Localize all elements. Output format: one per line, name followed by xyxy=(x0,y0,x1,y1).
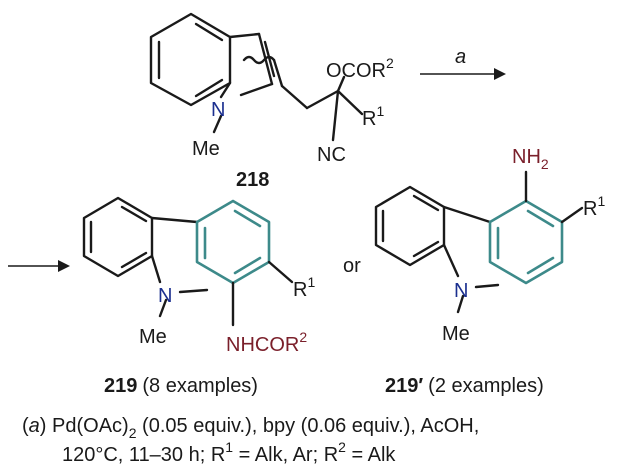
product-219-r1-label: R1 xyxy=(293,274,315,301)
product-219-amide-label: NHCOR2 xyxy=(226,329,307,356)
reaction-condition-label: a xyxy=(455,46,466,68)
footnote-line-2: 120°C, 11–30 h; R1 = Alk, Ar; R2 = Alk xyxy=(62,439,396,466)
product-219-caption: 219(8 examples) xyxy=(104,375,258,397)
reactant-r1-label: R1 xyxy=(362,103,384,130)
reactant-benzene-ring xyxy=(149,12,232,107)
product-219p-right-ring xyxy=(488,199,564,285)
reactant-nitrogen-label: N xyxy=(211,99,225,121)
footnote-line-1: (a) Pd(OAc)2 (0.05 equiv.), bpy (0.06 eq… xyxy=(22,415,479,441)
product-219p-nitrogen-label: N xyxy=(454,280,468,302)
product-219p-structure xyxy=(374,170,584,314)
product-219p-left-ring xyxy=(374,185,446,267)
reactant-nitrile-label: NC xyxy=(317,144,346,166)
conjunction-or: or xyxy=(343,255,361,277)
reaction-arrow-head xyxy=(494,68,506,80)
reaction-arrow xyxy=(420,68,506,80)
product-219p-methyl-label: Me xyxy=(442,323,470,345)
reactant-methyl-label: Me xyxy=(192,138,220,160)
product-219-structure xyxy=(82,196,294,327)
product-219p-r1-label: R1 xyxy=(583,193,605,220)
product-219-methyl-label: Me xyxy=(139,326,167,348)
product-219-right-ring xyxy=(195,199,271,285)
continuation-arrow xyxy=(8,260,70,272)
reactant-ester-label: OCOR2 xyxy=(326,55,394,82)
product-219-left-ring xyxy=(82,196,154,278)
product-219p-caption: 219′(2 examples) xyxy=(385,375,544,397)
reactant-compound-id: 218 xyxy=(236,169,269,191)
product-219p-amine-label: NH2 xyxy=(512,146,549,172)
product-219-nitrogen-label: N xyxy=(158,285,172,307)
reactant-218-structure xyxy=(149,12,364,142)
